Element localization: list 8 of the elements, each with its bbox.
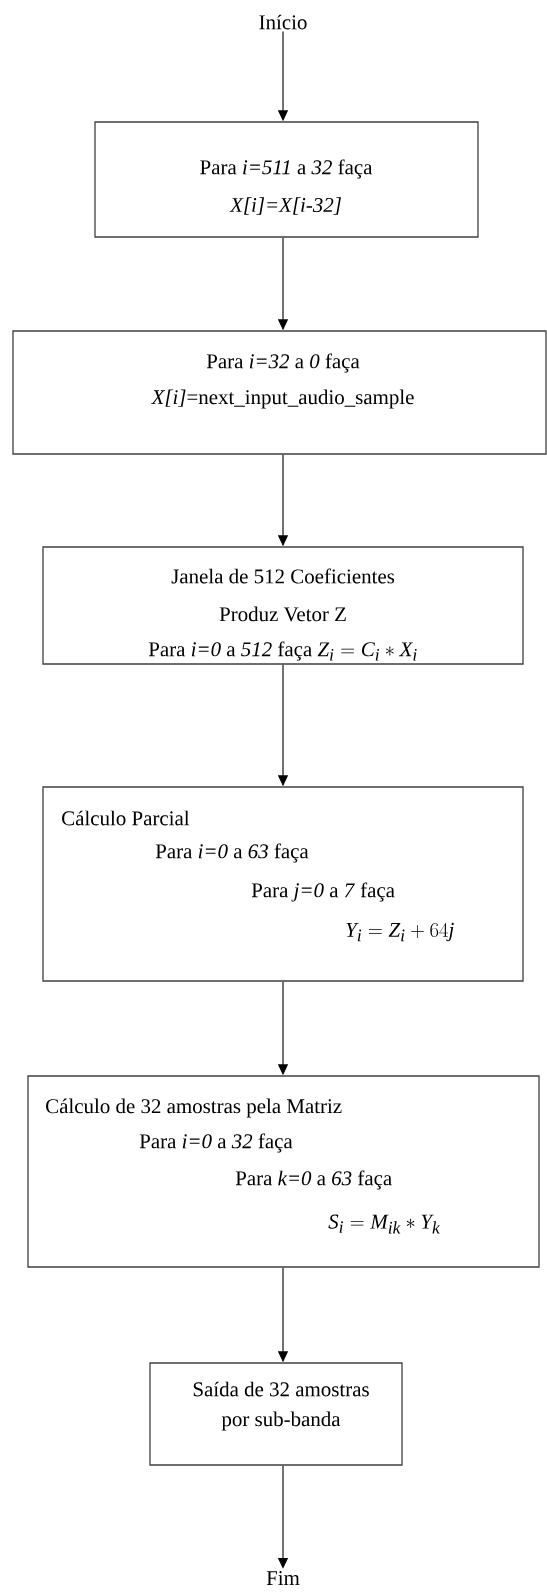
process-box: Cálculo de 32 amostras pela Matriz Para i=0 a 32 faça Para k=0 a 63 faça $S_i=M_{ik}*Y_k$	[27, 1075, 540, 1268]
process-box: Cálculo Parcial Para i=0 a 63 faça Paraj=0 a 7 faça $Y_i=Z_i+64j$	[42, 786, 524, 982]
process-box: Saída de 32 amostras por sub-banda	[149, 1362, 403, 1466]
process-box: Janela de 512 Coeficientes Produz Vetor Z Para i=0 a 512 faça $Z_i=C_i*X_i$	[42, 546, 524, 665]
terminal-label: Início	[259, 14, 307, 30]
terminal-label: Fim	[266, 1571, 300, 1585]
process-box: Para i=511 a 32 faça X[i]=X[i-32]	[94, 121, 479, 238]
process-box: Para i=32 a 0 faça X[i]=next_input_audio_sample	[12, 330, 547, 455]
